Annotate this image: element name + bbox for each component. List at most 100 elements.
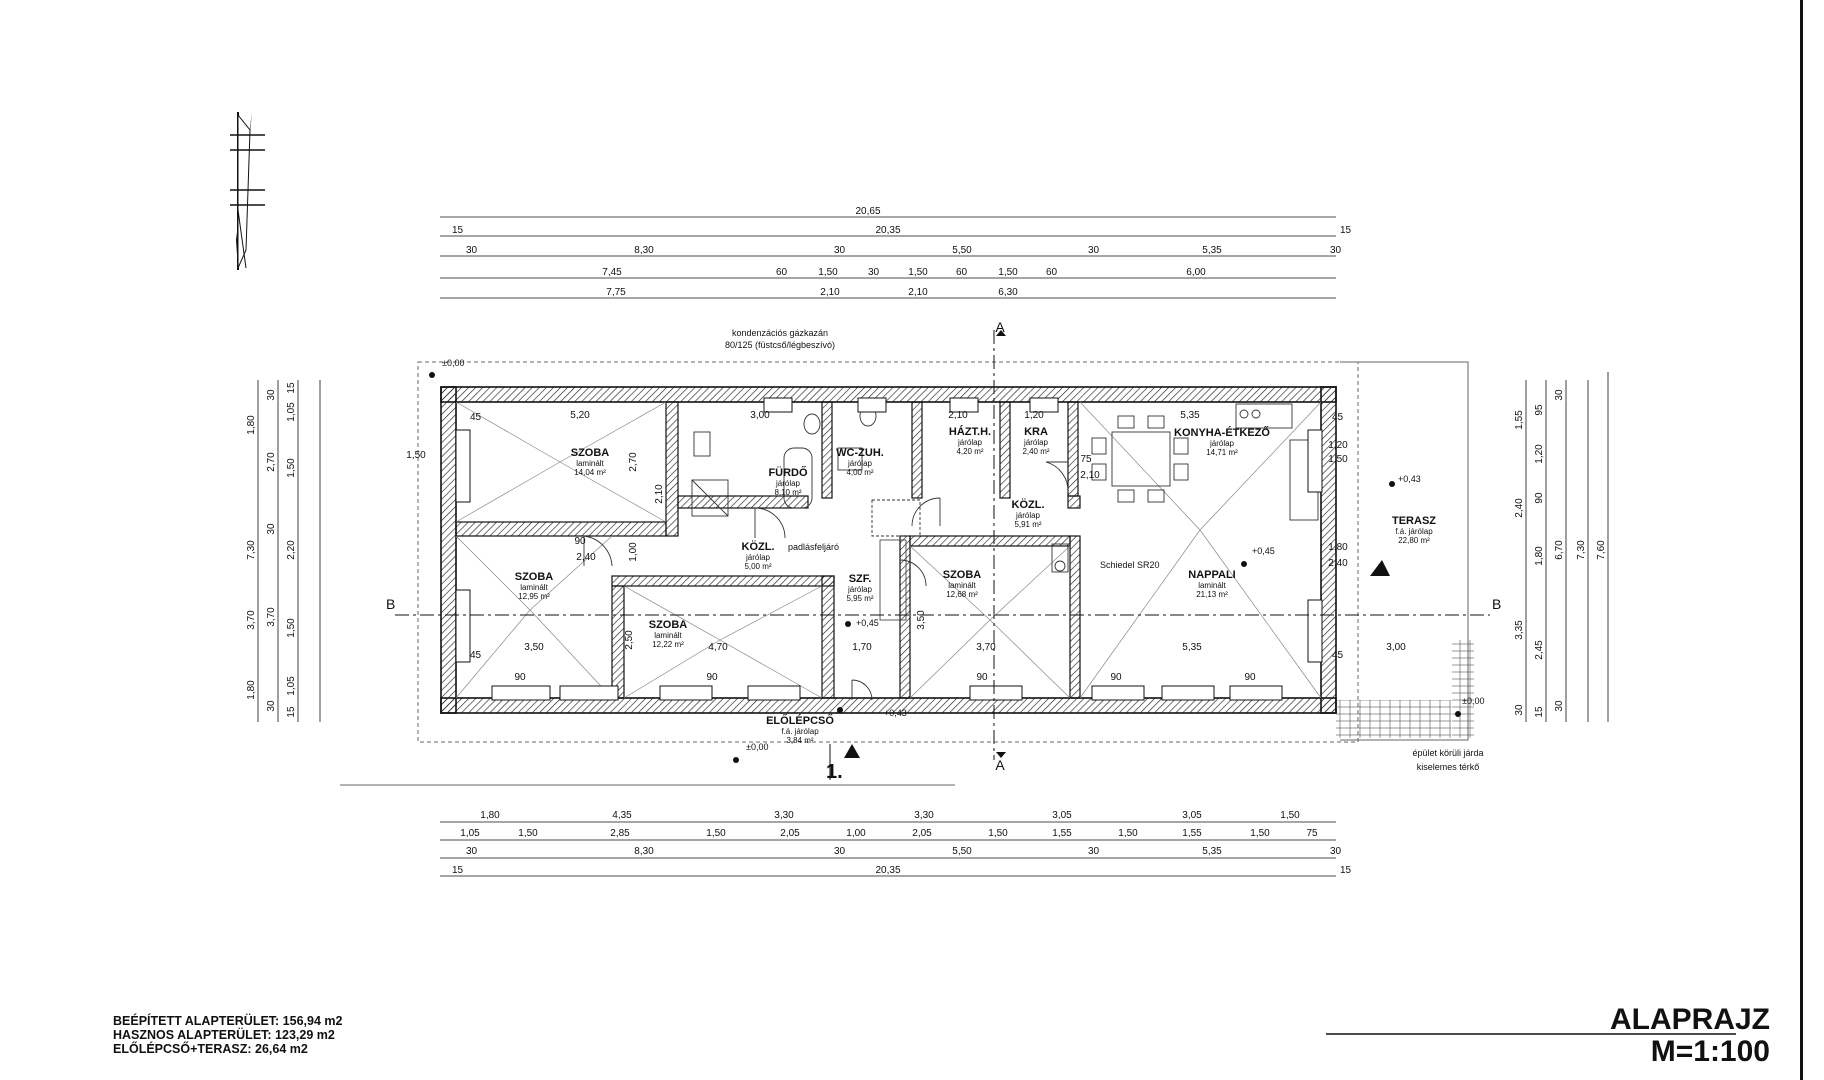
dim-label: 75 [1306, 828, 1318, 839]
dim-label: 1,50 [406, 450, 426, 461]
interior-walls [455, 401, 1081, 699]
dim-label: 60 [956, 267, 968, 278]
dim-label: 45 [470, 412, 482, 423]
north-arrow-icon [230, 112, 265, 270]
dim-label: 1,50 [286, 458, 297, 478]
dim-label: 15 [1340, 865, 1352, 876]
level-label: +0,45 [856, 618, 879, 628]
windows [455, 397, 1323, 701]
dim-top-total: 20,65 [855, 206, 880, 217]
room-area: 12,22 m² [652, 640, 684, 649]
dim-label: 8,30 [634, 846, 654, 857]
level-labels: ±0,00 +0,43 +0,45 ±0,00 +0,43 ±0,00 +0,4… [442, 358, 1484, 752]
dim-label: 1,50 [1328, 454, 1348, 465]
attic-hatch [871, 499, 921, 537]
area-summary: BEÉPÍTETT ALAPTERÜLET: 156,94 m2 HASZNOS… [113, 1014, 342, 1056]
dim-label: 1,50 [998, 267, 1018, 278]
room-furdo: FÜRDŐ járólap 8,10 m² [768, 466, 808, 497]
dim-label: 90 [976, 672, 988, 683]
room-area: 14,71 m² [1206, 448, 1238, 457]
dim-label: 3,05 [1182, 810, 1202, 821]
paving-area [1336, 700, 1451, 738]
dim-label: 2,40 [1328, 558, 1348, 569]
dim-label: 7,75 [606, 287, 626, 298]
dim-label: 15 [286, 382, 297, 394]
dim-label: 3,35 [1514, 620, 1525, 640]
dim-label: 5,20 [570, 410, 590, 421]
dim-label: 1,50 [706, 828, 726, 839]
left-dimensions: 7,30 1,80 3,70 1,80 30 2,70 30 3,70 30 1… [246, 382, 297, 718]
dim-label: 30 [868, 267, 880, 278]
entrance-number: 1. [826, 761, 843, 783]
built-area: BEÉPÍTETT ALAPTERÜLET: 156,94 m2 [113, 1014, 343, 1028]
dim-label: 1,20 [1024, 410, 1044, 421]
dim-label: 6,70 [1554, 540, 1565, 560]
section-lines [395, 330, 1490, 760]
dim-label: 2,10 [948, 410, 968, 421]
dim-label: 1,50 [1118, 828, 1138, 839]
section-a-label: A [995, 319, 1005, 335]
top-dimensions: 20,65 15 20,35 15 30 8,30 30 5,50 30 5,3… [452, 206, 1352, 298]
paving-note: épület körüli járda [1412, 748, 1483, 758]
dim-label: 2,70 [628, 452, 639, 472]
dim-label: 60 [776, 267, 788, 278]
chimney-note: Schiedel SR20 [1100, 560, 1160, 570]
dim-label: 3,30 [774, 810, 794, 821]
room-name: HÁZT.H. [949, 425, 991, 438]
dim-label: 4,35 [612, 810, 632, 821]
dim-label: 5,50 [952, 846, 972, 857]
chimney-icon [1051, 543, 1069, 573]
dim-label: 2,50 [624, 630, 635, 650]
room-name: SZOBA [649, 619, 688, 631]
dim-label: 2,85 [610, 828, 630, 839]
dim-label: 3,50 [916, 610, 927, 630]
dim-label: 20,35 [875, 865, 900, 876]
room-area: 21,13 m² [1196, 590, 1228, 599]
dim-label: 30 [466, 245, 478, 256]
level-label: +0,45 [1252, 546, 1275, 556]
dim-label: 2,10 [654, 484, 665, 504]
dim-label: 15 [452, 225, 464, 236]
dim-label: 1,80 [480, 810, 500, 821]
room-finish: f.á. járólap [781, 727, 819, 736]
dim-label: 30 [1088, 846, 1100, 857]
dim-label: 1,50 [518, 828, 538, 839]
dim-label: 90 [706, 672, 718, 683]
room-area: 5,95 m² [846, 594, 873, 603]
room-finish: járólap [745, 553, 771, 562]
annotations: kondenzációs gázkazán 80/125 (füstcső/lé… [386, 319, 1501, 783]
room-finish: laminált [948, 581, 976, 590]
sink-icon [693, 431, 711, 457]
level-label: ±0,00 [1462, 696, 1484, 706]
room-name: SZF. [849, 573, 872, 585]
room-szoba-1: SZOBA laminált 14,04 m² [571, 447, 610, 477]
dim-label: 15 [1340, 225, 1352, 236]
room-area: 8,10 m² [774, 488, 801, 497]
dim-label: 1,00 [846, 828, 866, 839]
section-markers [996, 330, 1006, 758]
room-wc-zuh: WC-ZUH. járólap 4,00 m² [836, 447, 884, 477]
dim-label: 1,80 [246, 680, 257, 700]
section-b-label: B [386, 596, 395, 612]
doors [583, 461, 1069, 701]
dim-label: 1,55 [1514, 410, 1525, 430]
room-area: 3,84 m² [786, 736, 813, 745]
dim-label: 1,55 [1182, 828, 1202, 839]
right-dimensions: 1,55 2,40 3,35 30 95 1,20 90 1,80 2,45 1… [1514, 389, 1607, 718]
dim-label: 7,45 [602, 267, 622, 278]
dim-label: 1,50 [988, 828, 1008, 839]
room-finish: járólap [1023, 438, 1049, 447]
section-a-label: A [995, 757, 1005, 773]
dim-label: 5,50 [952, 245, 972, 256]
dim-label: 8,30 [634, 245, 654, 256]
room-finish: járólap [847, 585, 873, 594]
toilet-icon [803, 413, 821, 435]
level-label: ±0,00 [442, 358, 464, 368]
room-hazt-h: HÁZT.H. járólap 4,20 m² [949, 425, 991, 456]
dim-label: 30 [266, 389, 277, 401]
dim-label: 3,70 [266, 607, 277, 627]
room-kozl-1: KÖZL. járólap 5,00 m² [742, 540, 775, 571]
room-name: ELŐLÉPCSŐ [766, 714, 834, 727]
room-finish: járólap [1015, 511, 1041, 520]
dim-label: 6,00 [1186, 267, 1206, 278]
